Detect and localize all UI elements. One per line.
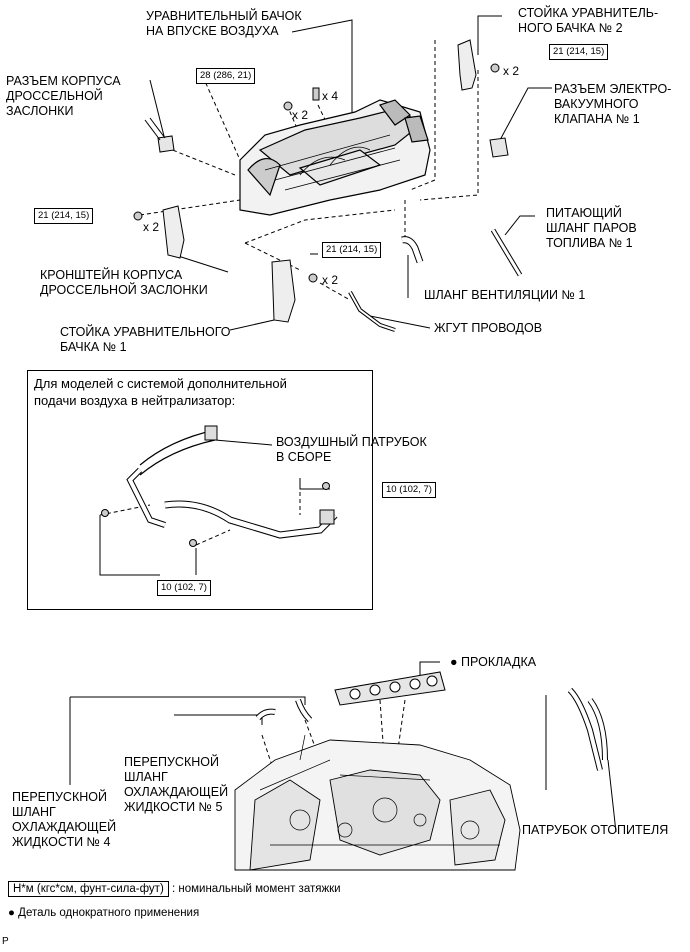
- label-vsv-connector: РАЗЪЕМ ЭЛЕКТРО- ВАКУУМНОГО КЛАПАНА № 1: [554, 82, 672, 126]
- label-fuel-vapor-hose: ПИТАЮЩИЙ ШЛАНГ ПАРОВ ТОПЛИВА № 1: [546, 206, 637, 250]
- multiplier-x2-c: x 2: [143, 220, 160, 234]
- legend-single-use: ● Деталь однократного применения: [8, 907, 199, 919]
- label-heater-pipe: ПАТРУБОК ОТОПИТЕЛЯ: [522, 823, 669, 837]
- label-throttle-bracket: КРОНШТЕЙН КОРПУСА ДРОССЕЛЬНОЙ ЗАСЛОНКИ: [40, 268, 208, 297]
- legend-single-use-text: Деталь однократного применения: [18, 907, 200, 919]
- inset-air-injection-models: Для моделей с системой дополнительной по…: [27, 370, 373, 610]
- label-surge-stay-1: СТОЙКА УРАВНИТЕЛЬНОГО БАЧКА № 1: [60, 325, 231, 354]
- inset-title: Для моделей с системой дополнительной по…: [34, 376, 287, 408]
- label-gasket: ● ПРОКЛАДКА: [450, 655, 536, 670]
- multiplier-x4: x 4: [322, 89, 339, 103]
- label-bypass-hose-4: ПЕРЕПУСКНОЙ ШЛАНГ ОХЛАЖДАЮЩЕЙ ЖИДКОСТИ №…: [12, 790, 117, 849]
- label-wire-harness: ЖГУТ ПРОВОДОВ: [434, 321, 543, 335]
- legend-torque-desc: : номинальный момент затяжки: [171, 883, 341, 895]
- torque-spec-21-left: 21 (214, 15): [34, 208, 94, 224]
- single-use-dot-icon: ●: [8, 907, 15, 919]
- multiplier-x2-a: x 2: [292, 108, 309, 122]
- label-gasket-text: ПРОКЛАДКА: [461, 655, 537, 669]
- torque-spec-28: 28 (286, 21): [196, 68, 256, 84]
- legend-torque-unit: Н*м (кгс*см, фунт-сила-фут): [8, 881, 169, 897]
- torque-spec-21-top: 21 (214, 15): [549, 44, 609, 60]
- torque-spec-10-right: 10 (102, 7): [382, 482, 436, 498]
- label-surge-tank: УРАВНИТЕЛЬНЫЙ БАЧОК НА ВПУСКЕ ВОЗДУХА: [146, 9, 302, 38]
- multiplier-x2-b: x 2: [503, 64, 520, 78]
- torque-spec-10-bottom: 10 (102, 7): [157, 580, 211, 596]
- label-surge-stay-2: СТОЙКА УРАВНИТЕЛЬ- НОГО БАЧКА № 2: [518, 6, 659, 35]
- page-mark: P: [2, 936, 9, 947]
- legend-torque: Н*м (кгс*см, фунт-сила-фут) : номинальны…: [8, 881, 341, 897]
- multiplier-x2-d: x 2: [322, 273, 339, 287]
- single-use-dot-icon: ●: [450, 655, 458, 669]
- label-bypass-hose-5: ПЕРЕПУСКНОЙ ШЛАНГ ОХЛАЖДАЮЩЕЙ ЖИДКОСТИ №…: [124, 755, 229, 814]
- label-air-duct: ВОЗДУШНЫЙ ПАТРУБОК В СБОРЕ: [276, 435, 427, 464]
- torque-spec-21-mid: 21 (214, 15): [322, 242, 382, 258]
- label-ventilation-hose: ШЛАНГ ВЕНТИЛЯЦИИ № 1: [424, 288, 586, 302]
- label-throttle-connector: РАЗЪЕМ КОРПУСА ДРОССЕЛЬНОЙ ЗАСЛОНКИ: [6, 74, 121, 118]
